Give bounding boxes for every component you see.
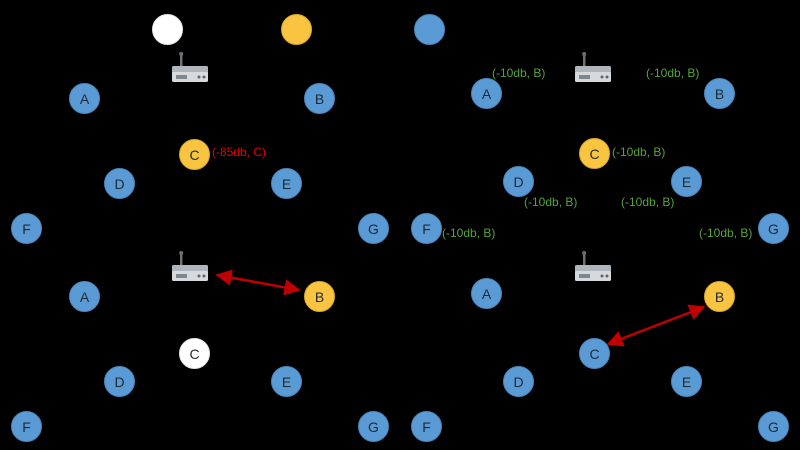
node-A: A xyxy=(69,281,100,312)
wifi-router-icon xyxy=(571,50,615,88)
node-B: B xyxy=(304,83,335,114)
annotation-D: (-10db, B) xyxy=(524,195,578,209)
node-A: A xyxy=(471,78,502,109)
annotation-E: (-10db, B) xyxy=(621,195,675,209)
node-A: A xyxy=(471,278,502,309)
node-G: G xyxy=(758,213,789,244)
node-D: D xyxy=(503,366,534,397)
legend-node-blue xyxy=(414,14,445,45)
wifi-router-icon xyxy=(571,249,615,287)
node-E: E xyxy=(671,366,702,397)
annotation-A: (-10db, B) xyxy=(492,66,546,80)
node-C: C xyxy=(579,138,610,169)
node-E: E xyxy=(271,366,302,397)
node-D: D xyxy=(104,168,135,199)
annotation-B: (-10db, B) xyxy=(646,66,700,80)
wifi-router-icon xyxy=(168,249,212,287)
node-C: C xyxy=(179,139,210,170)
legend-node-yellow xyxy=(281,14,312,45)
node-B: B xyxy=(304,281,335,312)
node-E: E xyxy=(671,166,702,197)
annotation-F: (-10db, B) xyxy=(442,226,496,240)
node-G: G xyxy=(758,411,789,442)
node-F: F xyxy=(411,411,442,442)
node-G: G xyxy=(358,411,389,442)
node-A: A xyxy=(69,83,100,114)
node-C: C xyxy=(179,338,210,369)
annotation-G: (-10db, B) xyxy=(699,226,753,240)
wifi-router-icon xyxy=(168,50,212,88)
node-G: G xyxy=(358,213,389,244)
node-B: B xyxy=(704,78,735,109)
node-F: F xyxy=(411,213,442,244)
node-F: F xyxy=(11,213,42,244)
node-C: C xyxy=(579,338,610,369)
node-E: E xyxy=(271,168,302,199)
node-D: D xyxy=(104,366,135,397)
annotation-C: (-10db, B) xyxy=(612,145,666,159)
annotation-C: (-85db, C) xyxy=(212,145,267,159)
node-D: D xyxy=(503,166,534,197)
node-F: F xyxy=(11,411,42,442)
legend-node-white xyxy=(152,14,183,45)
node-B: B xyxy=(704,281,735,312)
